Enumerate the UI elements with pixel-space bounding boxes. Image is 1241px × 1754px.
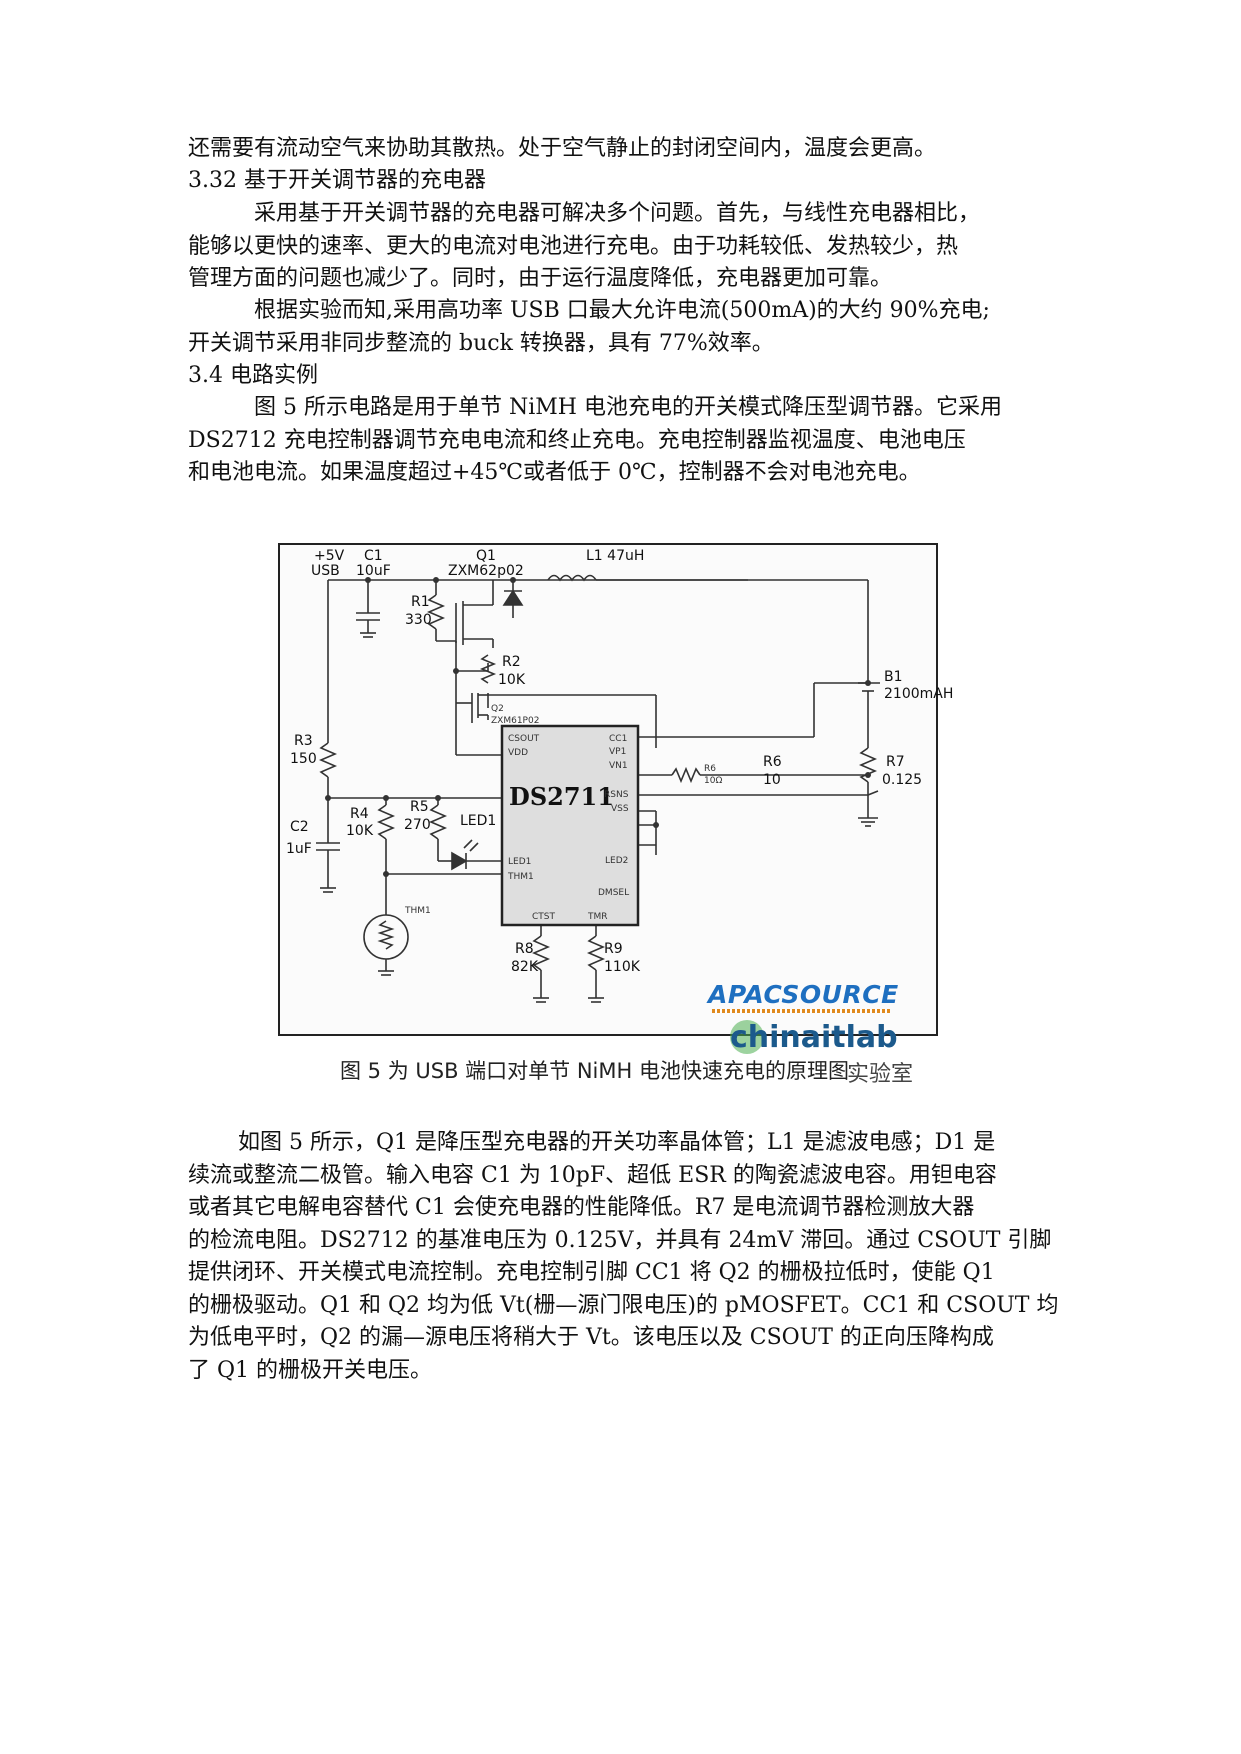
text-line: 采用基于开关调节器的充电器可解决多个问题。首先，与线性充电器相比， <box>254 201 981 226</box>
heading-text: 3.32 基于开关调节器的充电器 <box>188 168 486 193</box>
pin-ctst: CTST <box>532 912 555 922</box>
label-r3-value: 150 <box>290 751 317 767</box>
label-thm1: THM1 <box>404 906 431 916</box>
chinaitlab-lab-text: 实验室 <box>847 1062 914 1087</box>
paragraph-1: 还需要有流动空气来协助其散热。处于空气静止的封闭空间内，温度会更高。 <box>188 133 1068 166</box>
paragraph-5: 如图 5 所示，Q1 是降压型充电器的开关功率晶体管；L1 是滤波电感；D1 是… <box>188 1127 1068 1387</box>
apacsource-logo: APACSOURCE <box>708 980 899 1009</box>
pin-vss: VSS <box>611 804 629 814</box>
pin-tmr: TMR <box>587 912 608 922</box>
pin-vdd: VDD <box>508 748 528 758</box>
figure-caption: 图 5 为 USB 端口对单节 NiMH 电池快速充电的原理图 <box>340 1059 849 1083</box>
pin-cc1: CC1 <box>609 734 627 744</box>
section-heading-3-4: 3.4 电路实例 <box>188 360 1068 393</box>
label-r6-small-value: 10Ω <box>704 776 722 786</box>
section-heading-3-32: 3.32 基于开关调节器的充电器 <box>188 165 1068 198</box>
label-c2: C2 <box>290 819 309 835</box>
text-line: 管理方面的问题也减少了。同时，由于运行温度降低，充电器更加可靠。 <box>188 266 893 291</box>
text-line: 如图 5 所示，Q1 是降压型充电器的开关功率晶体管；L1 是滤波电感；D1 是 <box>238 1130 996 1155</box>
label-q2: Q2 <box>491 704 504 714</box>
label-r4-value: 10K <box>346 823 374 839</box>
label-r7-value: 0.125 <box>882 772 922 788</box>
label-l1: L1 47uH <box>586 548 644 564</box>
label-usb: USB <box>311 563 340 579</box>
label-b1-value: 2100mAH <box>884 686 953 702</box>
label-r9: R9 <box>604 941 623 957</box>
text-line: 图 5 所示电路是用于单节 NiMH 电池充电的开关模式降压型调节器。它采用 <box>254 395 1002 420</box>
label-q1-part: ZXM62p02 <box>448 563 524 579</box>
label-r9-value: 110K <box>604 959 641 975</box>
label-r2: R2 <box>502 654 521 670</box>
label-c1-value: 10uF <box>356 563 391 579</box>
pin-dmsel: DMSEL <box>598 888 629 898</box>
pin-led1: LED1 <box>508 857 531 867</box>
label-usb-voltage: +5V <box>314 548 345 564</box>
text-line: 的栅极驱动。Q1 和 Q2 均为低 Vt(栅—源门限电压)的 pMOSFET。C… <box>188 1292 1059 1318</box>
label-r8: R8 <box>515 941 534 957</box>
text-line: 能够以更快的速率、更大的电流对电池进行充电。由于功耗较低、发热较少，热 <box>188 233 959 259</box>
text-line: 为低电平时，Q2 的漏—源电压将稍大于 Vt。该电压以及 CSOUT 的正向压降… <box>188 1325 994 1350</box>
text-line: 的检流电阻。DS2712 的基准电压为 0.125V，并具有 24mV 滞回。通… <box>188 1227 1052 1253</box>
text-line: 或者其它电解电容替代 C1 会使充电器的性能降低。R7 是电流调节器检测放大器 <box>188 1195 975 1220</box>
label-q1: Q1 <box>476 548 496 564</box>
label-r5-value: 270 <box>404 817 431 833</box>
pin-vn1: VN1 <box>609 761 628 771</box>
text-line: 和电池电流。如果温度超过+45℃或者低于 0℃，控制器不会对电池充电。 <box>188 460 921 485</box>
paragraph-4: 图 5 所示电路是用于单节 NiMH 电池充电的开关模式降压型调节器。它采用 D… <box>188 392 1068 490</box>
label-c2-value: 1uF <box>286 841 312 857</box>
label-r7: R7 <box>886 754 905 770</box>
label-r6: R6 <box>763 754 782 770</box>
chip-name: DS2711 <box>509 782 614 811</box>
label-led1: LED1 <box>460 813 496 829</box>
paragraph-3: 根据实验而知,采用高功率 USB 口最大允许电流(500mA)的大约 90%充电… <box>188 295 1068 360</box>
label-r4: R4 <box>350 806 369 822</box>
text-line: 根据实验而知,采用高功率 USB 口最大允许电流(500mA)的大约 90%充电… <box>254 298 990 323</box>
pin-thm1: THM1 <box>507 872 534 882</box>
label-r6-small: R6 <box>704 764 716 774</box>
label-r8-value: 82K <box>511 959 539 975</box>
label-r2-value: 10K <box>498 672 526 688</box>
label-q2-part: ZXM61P02 <box>491 716 539 726</box>
label-r6-value: 10 <box>763 772 781 788</box>
circuit-schematic: DS2711 CSOUT VDD LED1 THM1 CC1 VP1 VN1 R… <box>278 543 953 1036</box>
text-line: 开关调节采用非同步整流的 buck 转换器，具有 77%效率。 <box>188 330 774 356</box>
label-c1: C1 <box>364 548 383 564</box>
text-line: DS2712 充电控制器调节充电电流和终止充电。充电控制器监视温度、电池电压 <box>188 427 966 453</box>
chinaitlab-badge-icon <box>730 1020 764 1054</box>
pin-vp1: VP1 <box>609 747 626 757</box>
label-r1: R1 <box>411 594 430 610</box>
text-line: 续流或整流二极管。输入电容 C1 为 10pF、超低 ESR 的陶瓷滤波电容。用… <box>188 1162 997 1188</box>
paragraph-2: 采用基于开关调节器的充电器可解决多个问题。首先，与线性充电器相比， 能够以更快的… <box>188 198 1068 296</box>
label-b1: B1 <box>884 669 903 685</box>
heading-text: 3.4 电路实例 <box>188 363 318 388</box>
chinaitlab-logo: chinaitlab <box>730 1020 898 1055</box>
label-r5: R5 <box>410 799 429 815</box>
label-r3: R3 <box>294 733 313 749</box>
pin-rsns: RSNS <box>604 790 629 800</box>
text-line: 还需要有流动空气来协助其散热。处于空气静止的封闭空间内，温度会更高。 <box>188 136 937 161</box>
pin-led2: LED2 <box>605 856 628 866</box>
text-line: 提供闭环、开关模式电流控制。充电控制引脚 CC1 将 Q2 的栅极拉低时，使能 … <box>188 1260 995 1285</box>
pin-csout: CSOUT <box>508 734 540 744</box>
circuit-figure: DS2711 CSOUT VDD LED1 THM1 CC1 VP1 VN1 R… <box>278 543 953 1036</box>
label-r1-value: 330 <box>405 612 432 628</box>
logo-divider <box>712 1009 890 1013</box>
text-line: 了 Q1 的栅极开关电压。 <box>188 1357 433 1383</box>
